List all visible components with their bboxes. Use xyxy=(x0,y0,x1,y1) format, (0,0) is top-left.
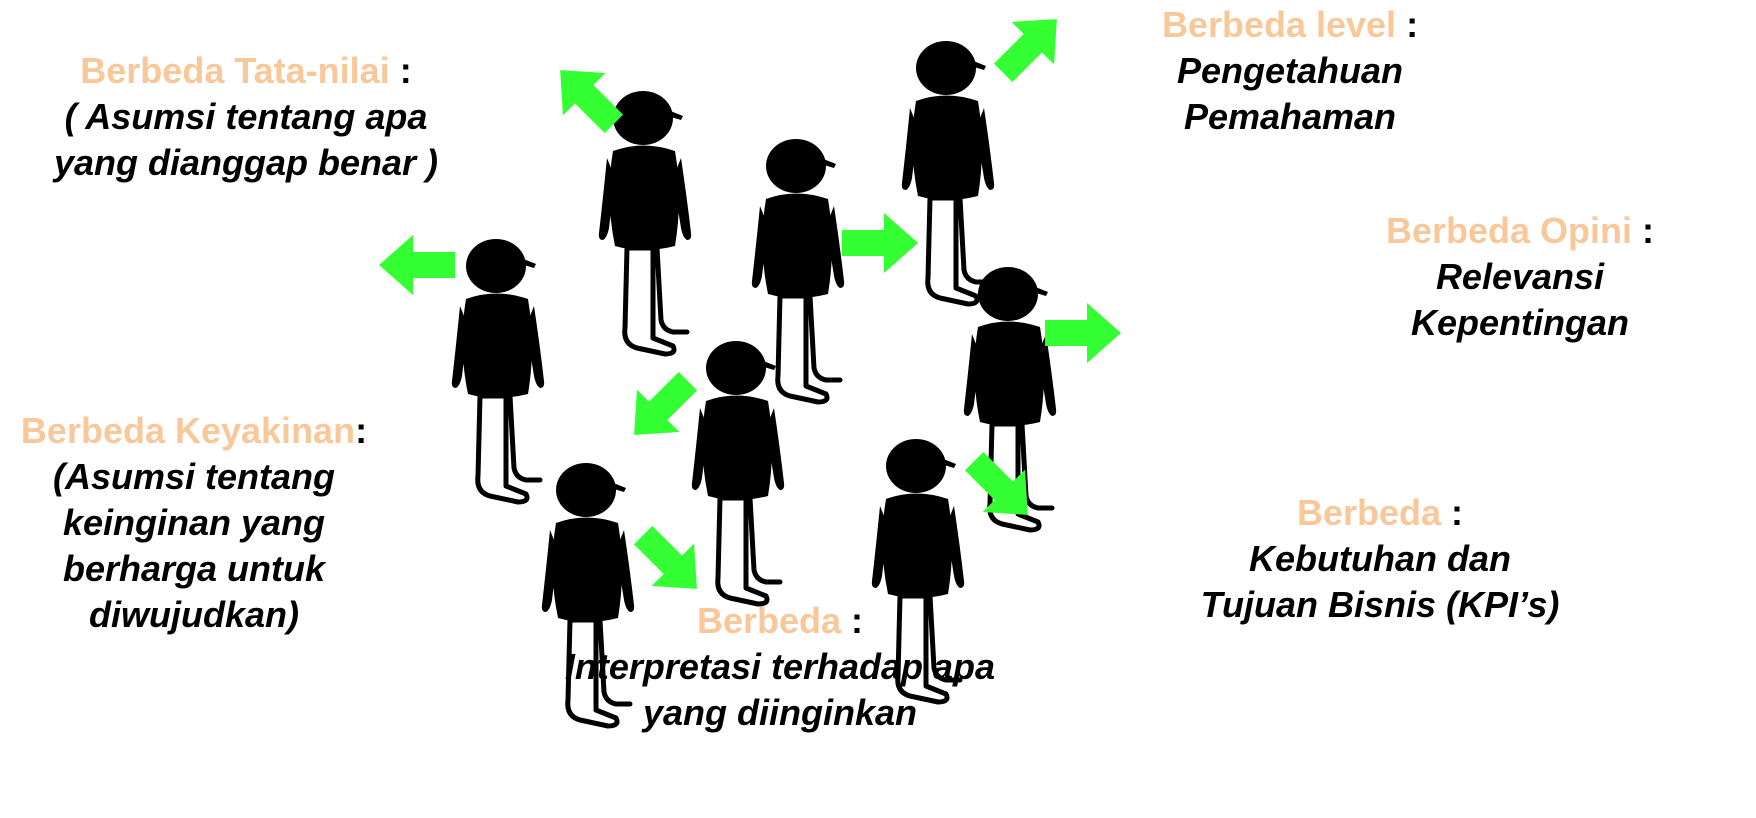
arrow-icon xyxy=(379,235,455,295)
heading-text: Berbeda Keyakinan xyxy=(20,410,356,451)
colon-text: : xyxy=(1632,210,1655,251)
desc-line: Pemahaman xyxy=(1183,96,1397,137)
label-kebutuhan: Berbeda : Kebutuhan dan Tujuan Bisnis (K… xyxy=(1140,490,1620,628)
colon-text: : xyxy=(389,50,412,91)
label-tata-nilai-title: Berbeda Tata-nilai : xyxy=(36,48,456,94)
desc-line: Relevansi xyxy=(1435,256,1605,297)
label-kebutuhan-title: Berbeda : xyxy=(1140,490,1620,536)
arrow-icon xyxy=(842,213,918,273)
heading-text: Berbeda xyxy=(696,600,842,641)
colon-text: : xyxy=(355,410,368,451)
heading-text: Berbeda Opini xyxy=(1385,210,1633,251)
colon-text: : xyxy=(841,600,864,641)
desc-line: Interpretasi terhadap apa xyxy=(564,646,996,687)
person-icon xyxy=(599,91,691,354)
desc-line: keinginan yang xyxy=(62,502,326,543)
heading-text: Berbeda Tata-nilai xyxy=(80,50,390,91)
label-level: Berbeda level : Pengetahuan Pemahaman xyxy=(1130,2,1450,140)
desc-line: Kebutuhan dan xyxy=(1249,538,1511,579)
desc-line: yang diinginkan xyxy=(642,692,918,733)
label-opini-title: Berbeda Opini : xyxy=(1290,208,1750,254)
colon-text: : xyxy=(1396,4,1419,45)
person-icon xyxy=(902,41,994,304)
desc-line: (Asumsi tentang xyxy=(52,456,336,497)
arrow-icon xyxy=(1045,303,1121,363)
desc-line: diwujudkan) xyxy=(89,594,299,635)
label-level-title: Berbeda level : xyxy=(1130,2,1450,48)
person-icon xyxy=(692,341,784,604)
colon-text: : xyxy=(1441,492,1464,533)
heading-text: Berbeda xyxy=(1296,492,1442,533)
desc-line: Pengetahuan xyxy=(1176,50,1404,91)
desc-line: berharga untuk xyxy=(62,548,326,589)
desc-line: yang dianggap benar ) xyxy=(53,142,439,183)
desc-line: ( Asumsi tentang apa xyxy=(64,96,428,137)
heading-text: Berbeda level xyxy=(1161,4,1397,45)
label-interpretasi: Berbeda : Interpretasi terhadap apa yang… xyxy=(520,598,1040,736)
arrow-icon xyxy=(621,513,719,611)
desc-line: Tujuan Bisnis (KPI’s) xyxy=(1200,584,1560,625)
arrow-icon xyxy=(981,0,1079,95)
label-keyakinan-title: Berbeda Keyakinan: xyxy=(4,408,384,454)
person-icon xyxy=(452,239,544,502)
label-tata-nilai: Berbeda Tata-nilai : ( Asumsi tentang ap… xyxy=(36,48,456,186)
label-interpretasi-title: Berbeda : xyxy=(520,598,1040,644)
label-keyakinan: Berbeda Keyakinan: (Asumsi tentang keing… xyxy=(4,408,384,638)
label-opini: Berbeda Opini : Relevansi Kepentingan xyxy=(1290,208,1750,346)
arrow-icon xyxy=(612,359,710,457)
desc-line: Kepentingan xyxy=(1410,302,1629,343)
